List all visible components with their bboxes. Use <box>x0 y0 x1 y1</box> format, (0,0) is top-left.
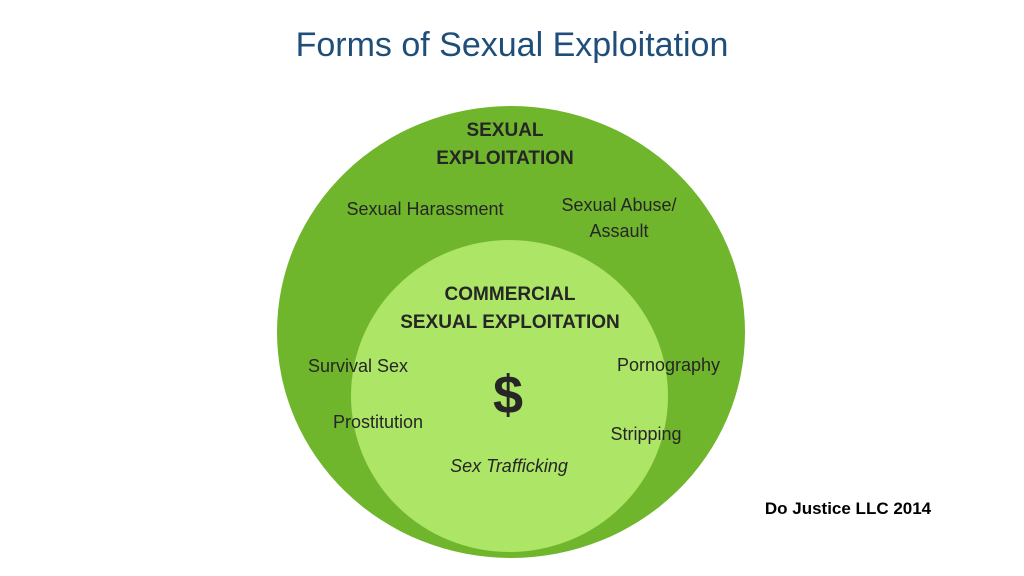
label-sex-trafficking: Sex Trafficking <box>450 456 568 476</box>
inner-heading: COMMERCIAL SEXUAL EXPLOITATION <box>390 281 630 337</box>
label-stripping: Stripping <box>610 424 682 444</box>
slide-title: Forms of Sexual Exploitation <box>295 26 729 64</box>
label-prostitution: Prostitution <box>332 412 424 432</box>
inner-circle-commercial-sexual-exploitation <box>351 240 668 552</box>
label-pornography: Pornography <box>616 355 721 375</box>
inner-heading-line1: COMMERCIAL <box>444 284 576 305</box>
label-sexual-abuse-line2: Assault <box>589 221 649 241</box>
outer-heading: SEXUAL EXPLOITATION <box>405 117 605 173</box>
label-sexual-abuse-assault: Sexual Abuse/ Assault <box>540 192 698 244</box>
outer-heading-line2: EXPLOITATION <box>436 148 574 169</box>
label-sexual-abuse-line1: Sexual Abuse/ <box>561 195 677 215</box>
label-survival-sex: Survival Sex <box>307 356 409 376</box>
label-sexual-harassment: Sexual Harassment <box>346 199 504 219</box>
dollar-symbol: $ <box>492 365 524 425</box>
outer-heading-line1: SEXUAL <box>466 120 544 141</box>
inner-heading-line2: SEXUAL EXPLOITATION <box>400 312 620 333</box>
credit-text: Do Justice LLC 2014 <box>764 499 932 518</box>
